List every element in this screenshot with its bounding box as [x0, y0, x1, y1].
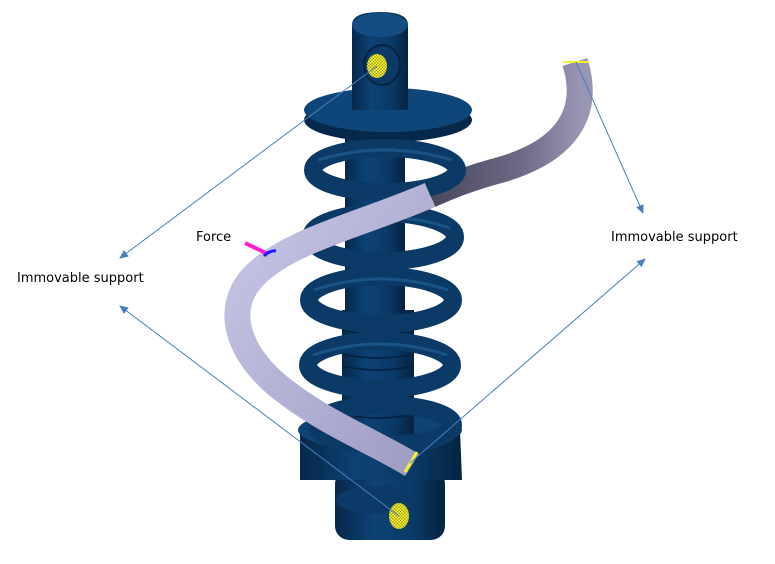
force-label: Force — [196, 230, 232, 245]
immovable-support-label-right: Immovable support — [611, 230, 738, 245]
arrow-top-to-left-label — [119, 65, 378, 259]
arrow-top-right-to-right-label — [575, 61, 644, 214]
arrow-tube-end-to-right-label — [409, 258, 646, 464]
arrow-bottom-to-left-label — [119, 305, 400, 517]
immovable-support-label-left: Immovable support — [17, 271, 144, 286]
force-arrow-icon — [244, 241, 277, 258]
leader-arrows — [119, 61, 646, 517]
